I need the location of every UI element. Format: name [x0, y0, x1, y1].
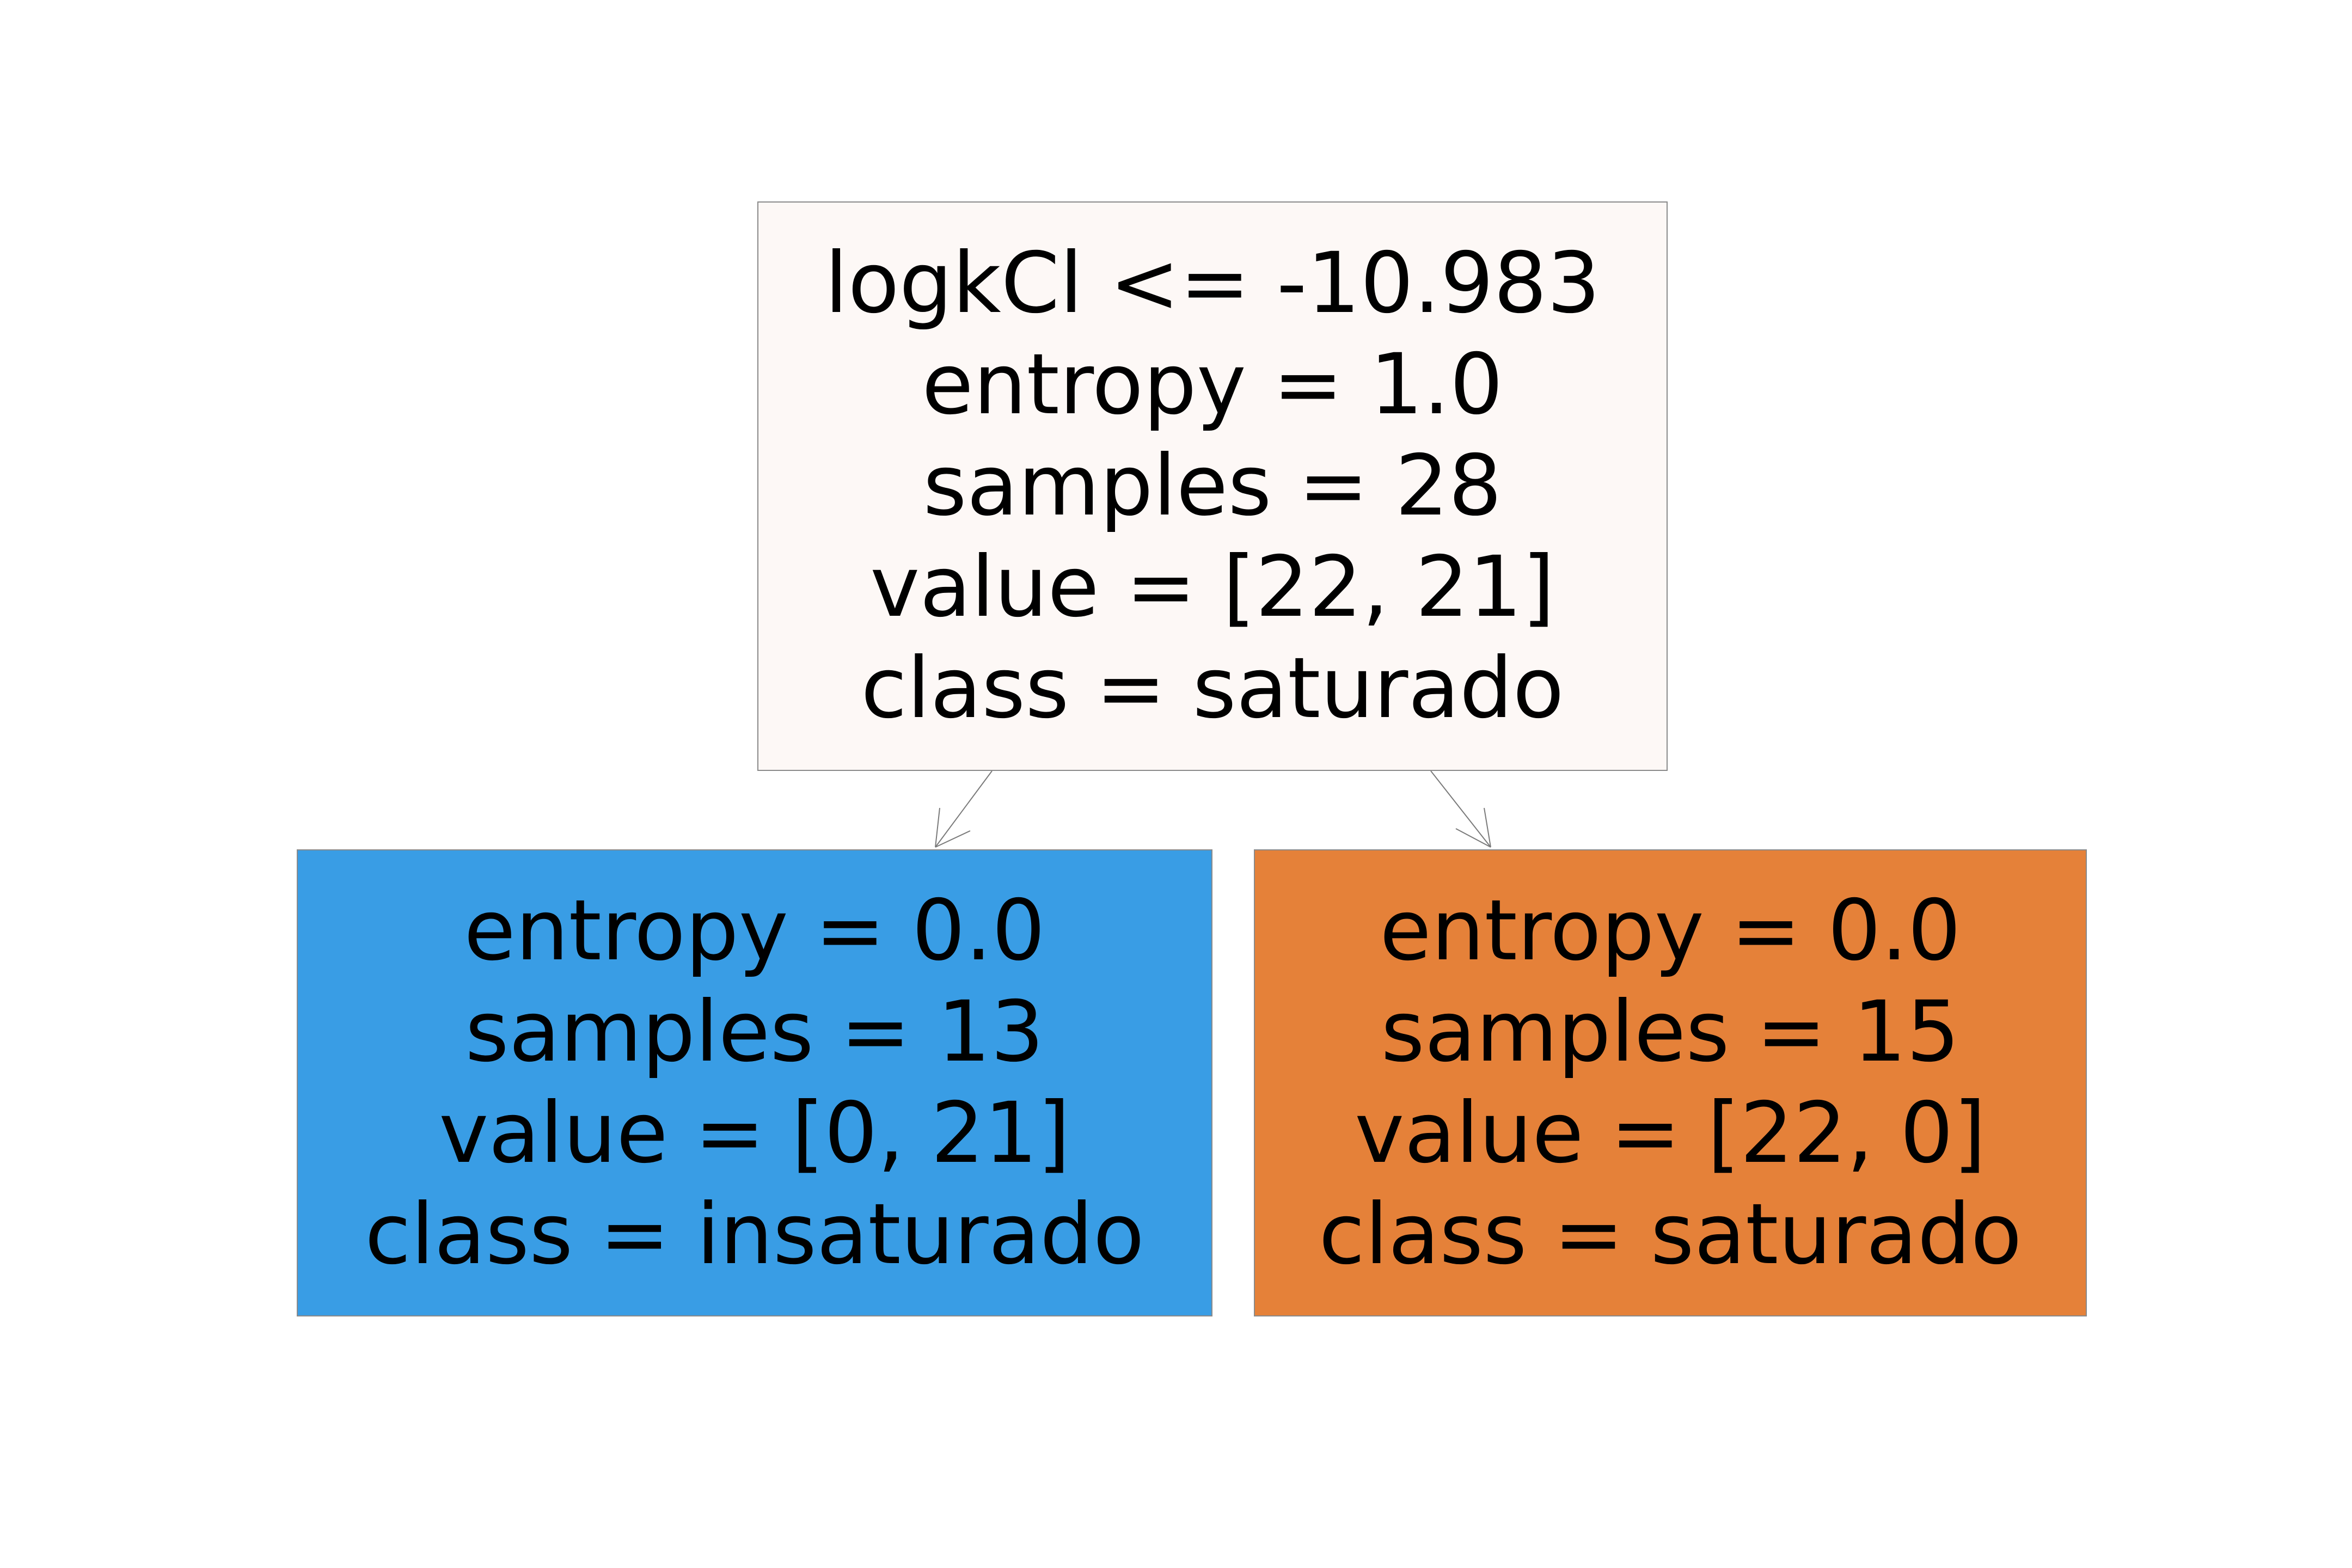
- edge-root-left: [935, 770, 993, 848]
- right-samples: samples = 15: [1381, 983, 1960, 1081]
- left-class: class = insaturado: [365, 1186, 1144, 1283]
- right-value: value = [22, 0]: [1355, 1085, 1986, 1182]
- root-node: logkCl <= -10.983 entropy = 1.0 samples …: [757, 201, 1668, 771]
- right-class: class = saturado: [1319, 1186, 2022, 1283]
- left-entropy: entropy = 0.0: [464, 882, 1045, 979]
- right-entropy: entropy = 0.0: [1380, 882, 1961, 979]
- root-class: class = saturado: [861, 640, 1564, 737]
- root-split-condition: logkCl <= -10.983: [824, 235, 1601, 332]
- left-value: value = [0, 21]: [439, 1085, 1070, 1182]
- right-leaf-node: entropy = 0.0 samples = 15 value = [22, …: [1254, 849, 2087, 1316]
- left-leaf-node: entropy = 0.0 samples = 13 value = [0, 2…: [297, 849, 1212, 1316]
- left-samples: samples = 13: [465, 983, 1044, 1081]
- root-value: value = [22, 21]: [870, 538, 1555, 636]
- root-samples: samples = 28: [923, 437, 1502, 535]
- edge-root-right: [1430, 770, 1491, 848]
- root-entropy: entropy = 1.0: [922, 336, 1503, 433]
